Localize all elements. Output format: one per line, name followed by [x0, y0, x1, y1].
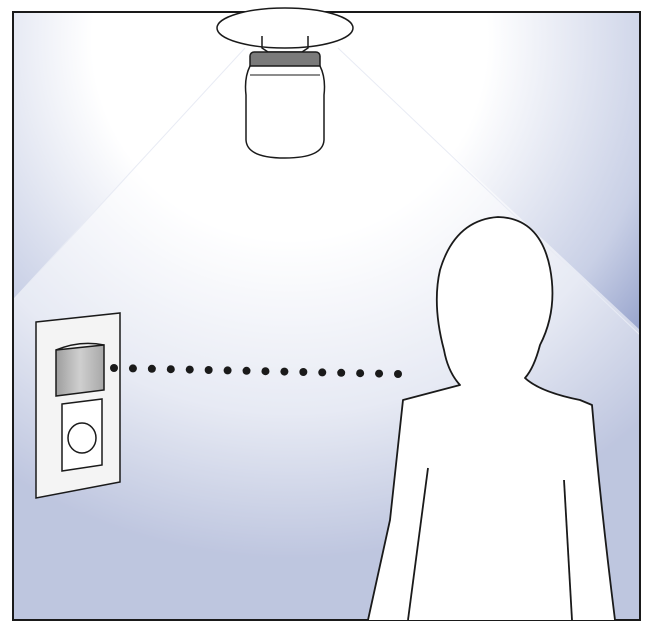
sensor-button: [67, 422, 97, 454]
wall-sensor-icon: [35, 312, 121, 499]
ceiling-lamp-icon: [216, 7, 354, 159]
light-cone-edge-right: [337, 47, 641, 336]
detection-dot: [110, 364, 118, 372]
detection-dot: [356, 369, 365, 378]
detection-dot: [280, 367, 289, 376]
detection-dot: [242, 366, 251, 375]
detection-dot: [223, 366, 232, 375]
detection-dot: [147, 364, 156, 373]
person-arm-right: [563, 479, 573, 621]
detection-dot: [375, 369, 384, 378]
detection-dot: [299, 368, 308, 376]
detection-dot: [204, 366, 213, 374]
sensor-lens-top: [55, 342, 105, 351]
detection-dot: [128, 364, 137, 373]
lamp-shade: [244, 65, 326, 159]
person-silhouette-icon: [367, 216, 616, 621]
sensor-lens: [55, 344, 105, 397]
detection-dot: [337, 368, 346, 377]
detection-line: [110, 364, 402, 378]
person-arm-left: [407, 467, 429, 621]
detection-dot: [166, 365, 175, 374]
lamp-ceiling-plate: [216, 7, 354, 49]
detection-dot: [185, 365, 194, 374]
detection-dot: [318, 368, 327, 377]
detection-dot: [394, 370, 402, 378]
light-cone-edge-left: [12, 47, 246, 301]
detection-dot: [261, 367, 270, 376]
